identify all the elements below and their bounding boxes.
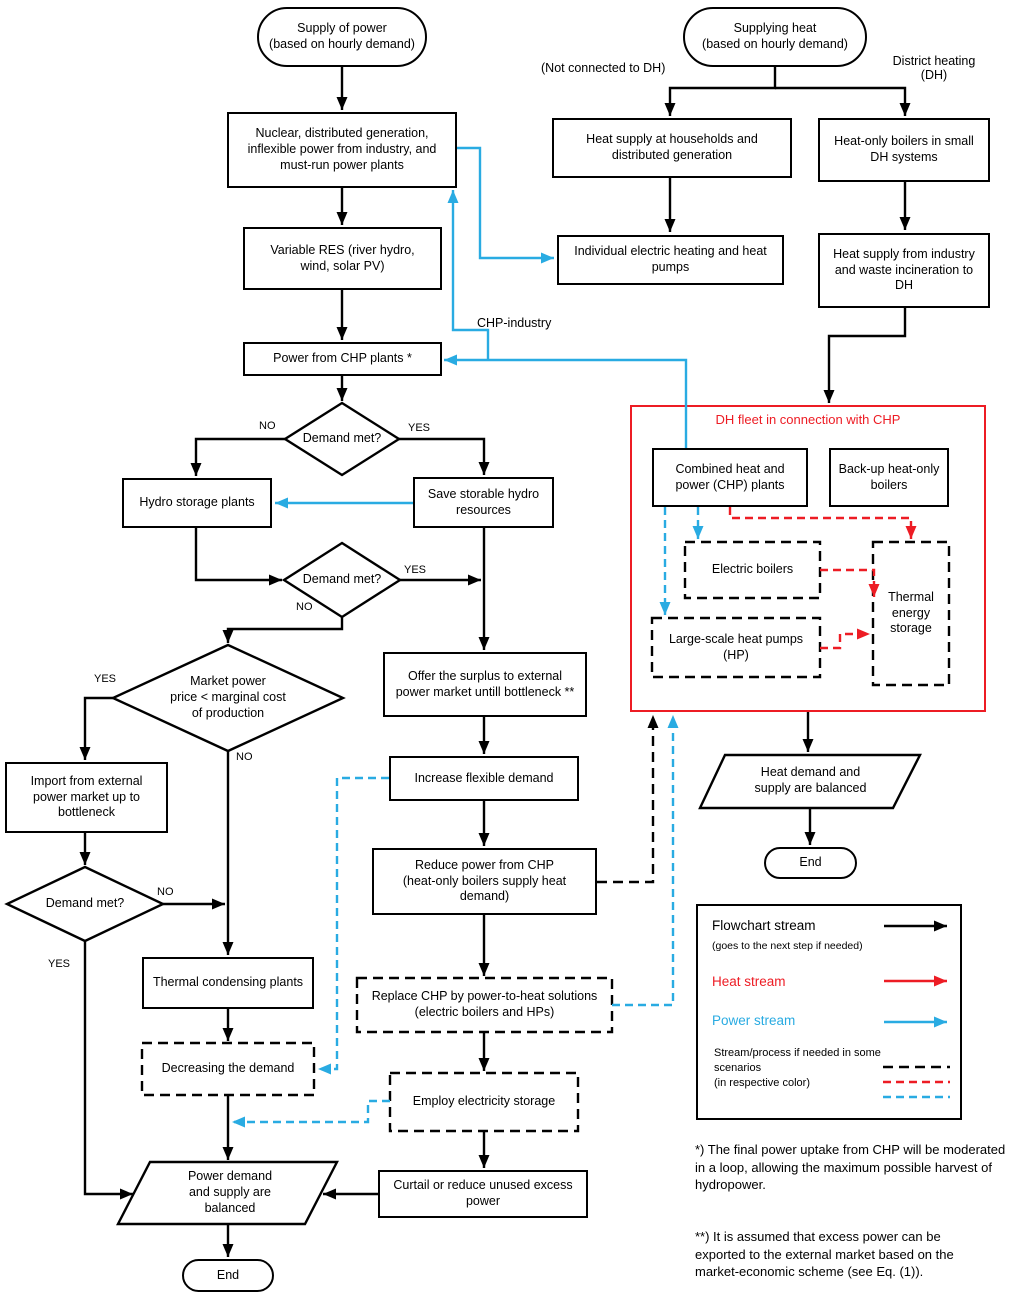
io-power-balanced-text: Power demand and supply are balanced bbox=[187, 1169, 273, 1215]
io-power-balanced bbox=[116, 1160, 339, 1226]
label-not-connected-dh: (Not connected to DH) bbox=[541, 61, 666, 75]
terminal-end-power: End bbox=[182, 1259, 274, 1292]
edge-demand3-yes bbox=[83, 941, 133, 1200]
edge-industry-to-dhfleet bbox=[823, 308, 907, 403]
edge-demand2-no bbox=[222, 617, 344, 643]
edge-market-yes bbox=[79, 696, 113, 760]
edge-heat-split-right bbox=[775, 86, 911, 116]
dashed-box-heat-pumps bbox=[650, 616, 822, 679]
process-nuclear-must-run: Nuclear, distributed generation, inflexi… bbox=[227, 112, 457, 188]
footnote-double-asterisk: **) It is assumed that excess power can … bbox=[695, 1229, 954, 1280]
legend-scenario-note: Stream/process if needed in some scenari… bbox=[714, 1047, 881, 1089]
diamond-demand-met-1 bbox=[282, 401, 402, 477]
process-save-hydro: Save storable hydro resources bbox=[413, 477, 554, 528]
io-heat-balanced-text: Heat demand and supply are balanced bbox=[754, 765, 867, 795]
process-thermal-energy-storage: Thermal energy storage bbox=[888, 589, 934, 636]
edge-chp-industry-to-nuclear bbox=[447, 190, 490, 360]
process-variable-res: Variable RES (river hydro, wind, solar P… bbox=[243, 227, 442, 290]
legend-flowchart-note: (goes to the next step if needed) bbox=[712, 940, 863, 952]
process-employ-storage: Employ electricity storage bbox=[412, 1094, 556, 1109]
process-individual-electric-heating: Individual electric heating and heat pum… bbox=[557, 235, 784, 285]
power-stream-edges bbox=[232, 146, 704, 1128]
terminal-supplying-heat: Supplying heat (based on hourly demand) bbox=[683, 7, 867, 67]
dashed-box-thermal-storage bbox=[871, 540, 951, 687]
edge-electric-to-thermal-storage bbox=[820, 568, 880, 597]
edge-employ-to-balanced-line bbox=[232, 1099, 390, 1128]
process-backup-boilers: Back-up heat-only boilers bbox=[829, 448, 949, 507]
process-thermal-condensing: Thermal condensing plants bbox=[142, 957, 314, 1009]
legend-power-stream-label: Power stream bbox=[712, 1013, 796, 1028]
process-replace-chp: Replace CHP by power-to-heat solutions (… bbox=[371, 989, 598, 1019]
label-district-heating: District heating (DH) bbox=[892, 54, 976, 82]
decision-demand-met-3: Demand met? bbox=[45, 896, 125, 911]
process-hydro-storage: Hydro storage plants bbox=[122, 478, 272, 528]
legend-flowchart-stream-label: Flowchart stream bbox=[712, 918, 816, 933]
dh-fleet-group-title: DH fleet in connection with CHP bbox=[715, 412, 901, 427]
terminal-supply-of-power: Supply of power (based on hourly demand) bbox=[257, 7, 427, 67]
label-chp-industry: CHP-industry bbox=[477, 316, 552, 330]
process-offer-surplus: Offer the surplus to external power mark… bbox=[383, 652, 587, 717]
process-electric-boilers: Electric boilers bbox=[711, 562, 794, 577]
scenario-black-edges bbox=[597, 715, 659, 884]
edge-reduce-to-dhfleet bbox=[597, 715, 659, 884]
edge-heat-split-left bbox=[664, 67, 777, 116]
process-chp-plants: Combined heat and power (CHP) plants bbox=[652, 448, 808, 507]
process-large-scale-heat-pumps: Large-scale heat pumps (HP) bbox=[668, 631, 804, 662]
process-heat-households: Heat supply at households and distribute… bbox=[552, 118, 792, 178]
process-increase-flexible-demand: Increase flexible demand bbox=[389, 756, 579, 801]
dashed-box-electric-boilers bbox=[683, 540, 822, 600]
edge-hydro-to-demand2 bbox=[194, 528, 282, 586]
edge-hp-to-thermal-storage bbox=[820, 628, 870, 650]
flowchart-stream-edges bbox=[79, 67, 911, 1257]
edge-demand1-no bbox=[190, 437, 285, 476]
label-demand1-no: NO bbox=[259, 420, 276, 432]
process-reduce-power-from-chp: Reduce power from CHP (heat-only boilers… bbox=[372, 848, 597, 915]
edge-nuclear-to-individual-power bbox=[457, 146, 554, 264]
legend-heat-stream-label: Heat stream bbox=[712, 974, 786, 989]
decision-demand-met-2: Demand met? bbox=[302, 572, 382, 587]
label-demand3-no: NO bbox=[157, 886, 174, 898]
process-power-from-chp: Power from CHP plants * bbox=[243, 342, 442, 376]
process-curtail-excess-power: Curtail or reduce unused excess power bbox=[378, 1170, 588, 1218]
label-demand3-yes: YES bbox=[48, 958, 71, 970]
decision-and-io-shapes bbox=[4, 401, 951, 1226]
process-heat-only-boilers: Heat-only boilers in small DH systems bbox=[818, 118, 990, 182]
legend-frame bbox=[696, 904, 962, 1120]
label-demand2-yes: YES bbox=[404, 564, 427, 576]
legend-samples bbox=[883, 920, 950, 1099]
edge-chp-to-thermal-storage bbox=[728, 507, 917, 539]
edge-demand1-yes bbox=[399, 437, 490, 475]
process-decreasing-demand: Decreasing the demand bbox=[161, 1061, 295, 1076]
terminal-end-heat: End bbox=[764, 847, 857, 879]
label-market-yes: YES bbox=[94, 673, 117, 685]
edge-chpplants-to-powerchp bbox=[444, 354, 688, 448]
heat-stream-edges bbox=[728, 507, 917, 650]
decision-demand-met-1: Demand met? bbox=[302, 431, 382, 446]
process-import-external: Import from external power market up to … bbox=[5, 762, 168, 833]
edge-increase-to-decreasing bbox=[318, 776, 389, 1075]
label-demand1-yes: YES bbox=[408, 422, 431, 434]
footnote-single-asterisk: *) The final power uptake from CHP will … bbox=[695, 1142, 1006, 1193]
io-heat-balanced bbox=[698, 753, 922, 810]
process-heat-industry-waste: Heat supply from industry and waste inci… bbox=[818, 233, 990, 308]
edge-replace-to-dhfleet bbox=[612, 715, 679, 1007]
label-market-no: NO bbox=[236, 751, 253, 763]
decision-market-price: Market power price < marginal cost of pr… bbox=[170, 674, 286, 720]
label-demand2-no: NO bbox=[296, 601, 313, 613]
